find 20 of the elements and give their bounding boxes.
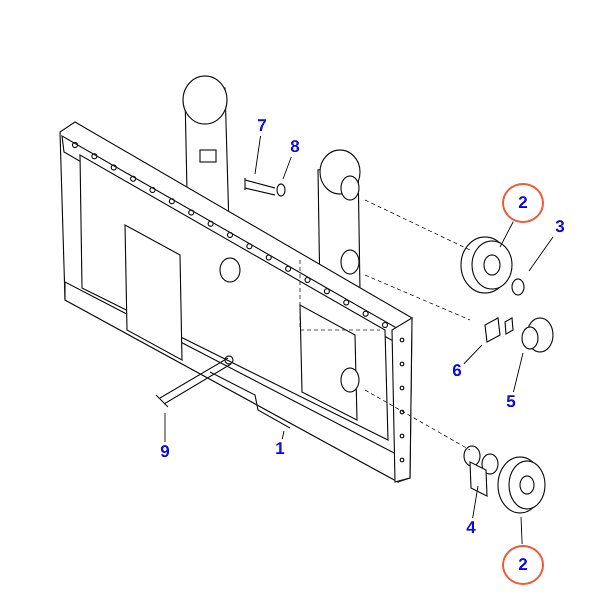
leader-line xyxy=(500,221,514,248)
callout-number: 5 xyxy=(504,392,518,412)
leader-line xyxy=(282,156,292,180)
leader-line xyxy=(164,412,166,442)
leader-line xyxy=(472,486,478,518)
callout-number: 8 xyxy=(288,137,302,157)
callout-number: 3 xyxy=(553,217,567,237)
circled-callout-number: 2 xyxy=(502,545,544,585)
leader-line xyxy=(520,516,523,545)
callout-number: 1 xyxy=(273,439,287,459)
circled-callout-number: 2 xyxy=(502,183,544,223)
leader-line xyxy=(464,344,482,364)
leader-line xyxy=(528,236,554,272)
callout-number: 6 xyxy=(450,361,464,381)
leader-line xyxy=(512,352,524,392)
callout-number: 7 xyxy=(255,116,269,136)
leader-line xyxy=(254,136,262,174)
callout-number: 9 xyxy=(158,442,172,462)
callout-number: 4 xyxy=(464,518,478,538)
leader-line xyxy=(282,430,284,440)
